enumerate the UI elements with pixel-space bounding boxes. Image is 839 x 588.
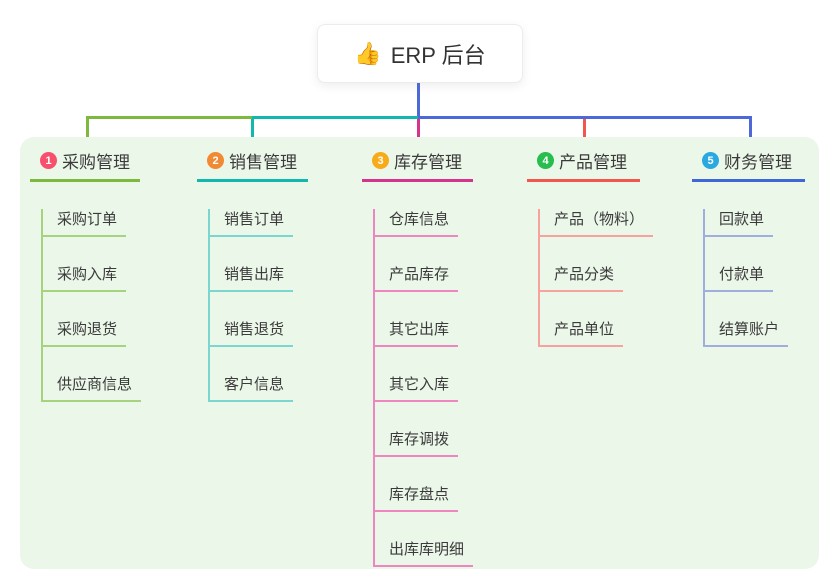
child-node[interactable]: 客户信息: [210, 374, 294, 402]
child-node[interactable]: 采购入库: [43, 264, 127, 292]
connector-drop-product: [583, 119, 586, 144]
branch-product-label: 产品管理: [559, 153, 627, 172]
branch-purchase-header[interactable]: 1 采购管理: [30, 148, 140, 182]
branch-inventory-header[interactable]: 3 库存管理: [362, 148, 473, 182]
child-node-label: 销售出库: [224, 266, 285, 283]
child-node[interactable]: 产品分类: [540, 264, 624, 292]
child-node[interactable]: 结算账户: [705, 319, 789, 347]
branch-purchase: 1 采购管理 采购订单 采购入库 采购退货 供应商信息: [30, 148, 142, 402]
branch-sales-children: 销售订单 销售出库 销售退货 客户信息: [208, 209, 294, 402]
child-node-label: 销售订单: [224, 211, 285, 228]
connector-drop-sales: [251, 119, 254, 144]
child-node-label: 仓库信息: [389, 211, 450, 228]
child-node[interactable]: 库存调拨: [375, 429, 459, 457]
child-node[interactable]: 回款单: [705, 209, 774, 237]
branch-finance-children: 回款单 付款单 结算账户: [703, 209, 789, 347]
child-node-label: 回款单: [719, 211, 765, 228]
child-node-label: 付款单: [719, 266, 765, 283]
branch-sales-label: 销售管理: [229, 153, 297, 172]
child-node-label: 产品库存: [389, 266, 450, 283]
branch-purchase-label: 采购管理: [62, 153, 130, 172]
child-node-label: 采购入库: [57, 266, 118, 283]
connector-bus-teal: [252, 116, 418, 119]
child-node-label: 产品分类: [554, 266, 615, 283]
child-node-label: 采购订单: [57, 211, 118, 228]
child-node[interactable]: 其它出库: [375, 319, 459, 347]
child-node-label: 其它入库: [389, 376, 450, 393]
child-node[interactable]: 销售出库: [210, 264, 294, 292]
child-node-label: 库存调拨: [389, 431, 450, 448]
badge-2: 2: [207, 152, 224, 169]
child-node[interactable]: 出库库明细: [375, 539, 474, 567]
connector-drop-inventory: [417, 119, 420, 144]
connector-drop-finance: [749, 116, 752, 144]
branch-product-children: 产品（物料） 产品分类 产品单位: [538, 209, 654, 347]
root-node-title: ERP 后台: [390, 42, 486, 68]
child-node[interactable]: 采购订单: [43, 209, 127, 237]
badge-3: 3: [372, 152, 389, 169]
child-node-label: 产品（物料）: [554, 211, 645, 228]
branch-sales: 2 销售管理 销售订单 销售出库 销售退货 客户信息: [197, 148, 308, 402]
child-node-label: 销售退货: [224, 321, 285, 338]
badge-1: 1: [40, 152, 57, 169]
child-node[interactable]: 销售订单: [210, 209, 294, 237]
connector-bus-blue: [418, 116, 752, 119]
child-node[interactable]: 付款单: [705, 264, 774, 292]
thumbs-up-icon: 👍: [354, 40, 382, 66]
child-node[interactable]: 仓库信息: [375, 209, 459, 237]
child-node-label: 供应商信息: [57, 376, 133, 393]
connector-root-vertical: [417, 83, 420, 119]
child-node[interactable]: 销售退货: [210, 319, 294, 347]
child-node[interactable]: 供应商信息: [43, 374, 142, 402]
branch-product: 4 产品管理 产品（物料） 产品分类 产品单位: [527, 148, 654, 347]
child-node-label: 产品单位: [554, 321, 615, 338]
branch-finance: 5 财务管理 回款单 付款单 结算账户: [692, 148, 805, 347]
branches-panel: [20, 137, 819, 569]
branch-finance-label: 财务管理: [724, 153, 792, 172]
child-node-label: 采购退货: [57, 321, 118, 338]
child-node[interactable]: 产品（物料）: [540, 209, 654, 237]
child-node[interactable]: 采购退货: [43, 319, 127, 347]
branch-finance-header[interactable]: 5 财务管理: [692, 148, 805, 182]
child-node[interactable]: 产品单位: [540, 319, 624, 347]
connector-bus-green: [86, 116, 252, 119]
badge-4: 4: [537, 152, 554, 169]
child-node-label: 客户信息: [224, 376, 285, 393]
child-node[interactable]: 库存盘点: [375, 484, 459, 512]
child-node-label: 其它出库: [389, 321, 450, 338]
child-node[interactable]: 产品库存: [375, 264, 459, 292]
branch-purchase-children: 采购订单 采购入库 采购退货 供应商信息: [41, 209, 142, 402]
child-node-label: 出库库明细: [389, 541, 465, 558]
branch-inventory: 3 库存管理 仓库信息 产品库存 其它出库 其它入库 库存调拨 库存盘点 出库库…: [362, 148, 474, 567]
connector-drop-purchase: [86, 116, 89, 144]
badge-5: 5: [702, 152, 719, 169]
branch-inventory-label: 库存管理: [394, 153, 462, 172]
child-node-label: 库存盘点: [389, 486, 450, 503]
root-node-erp[interactable]: 👍 ERP 后台: [317, 24, 523, 83]
child-node-label: 结算账户: [719, 321, 780, 338]
branch-sales-header[interactable]: 2 销售管理: [197, 148, 308, 182]
child-node[interactable]: 其它入库: [375, 374, 459, 402]
branch-inventory-children: 仓库信息 产品库存 其它出库 其它入库 库存调拨 库存盘点 出库库明细: [373, 209, 474, 567]
branch-product-header[interactable]: 4 产品管理: [527, 148, 640, 182]
